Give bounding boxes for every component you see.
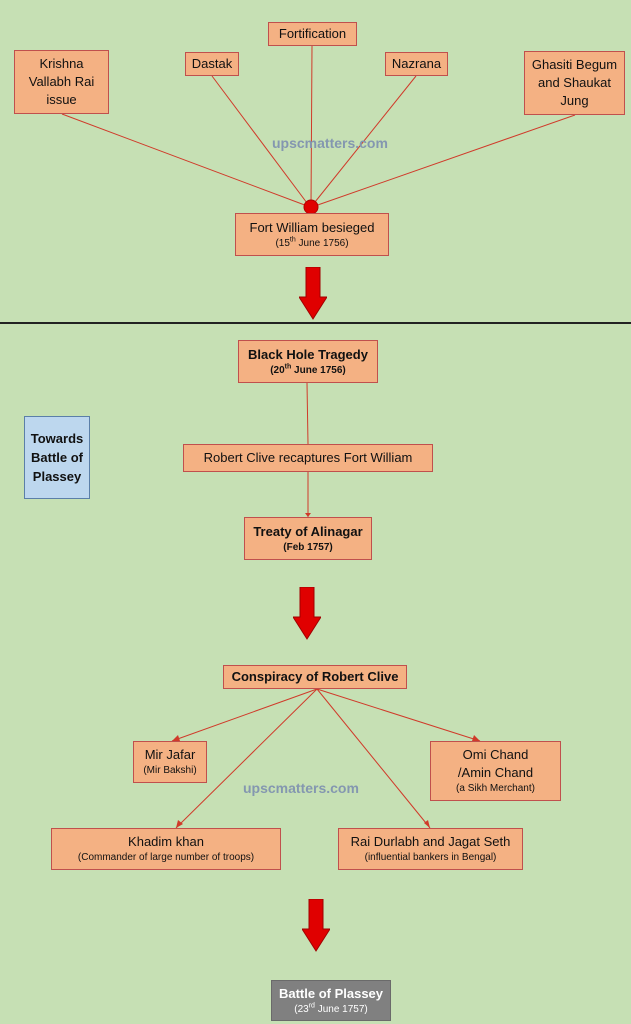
connector-fortification [310,45,313,208]
robert-clive-recaptures-box: Robert Clive recaptures Fort William [183,444,433,472]
treaty-title: Treaty of Alinagar [253,523,363,539]
conspiracy-box: Conspiracy of Robert Clive [223,665,407,689]
khadim-khan-note: (Commander of large number of troops) [77,852,255,863]
omi-chand-box: Omi Chand /Amin Chand (a Sikh Merchant) [430,741,561,801]
side-label-box: Towards Battle of Plassey [24,416,90,499]
mir-jafar-box: Mir Jafar (Mir Bakshi) [133,741,207,783]
omi-chand-note: (a Sikh Merchant) [456,783,535,794]
fort-william-title: Fort William besieged [249,219,375,235]
connector-nazrana [310,75,417,208]
treaty-date: (Feb 1757) [283,541,333,553]
conspiracy-label: Conspiracy of Robert Clive [231,669,399,684]
section-divider [0,322,631,324]
cause-nazrana: Nazrana [385,52,448,76]
recapture-label: Robert Clive recaptures Fort William [203,450,413,465]
connector-khadim [175,688,318,829]
junction-dot [303,199,319,215]
cause-nazrana-label: Nazrana [391,56,442,71]
black-hole-title: Black Hole Tragedy [248,346,368,362]
battle-plassey-date: (23rd June 1757) [294,1002,368,1015]
connector-omichand [316,688,481,742]
khadim-khan-name: Khadim khan [128,834,204,849]
side-label-text: Towards Battle of Plassey [30,431,84,484]
battle-of-plassey-box: Battle of Plassey (23rd June 1757) [271,980,391,1021]
cause-ghasiti-label: Ghasiti Begum and Shaukat Jung [531,57,618,108]
connector-mirjafar [171,688,318,742]
omi-chand-name2: /Amin Chand [457,765,534,780]
down-arrow-1 [299,267,327,320]
watermark-bottom: upscmatters.com [243,780,359,796]
cause-fortification-label: Fortification [278,26,347,41]
cause-fortification: Fortification [268,22,357,46]
connector-krishna [61,113,311,208]
fort-william-date: (15th June 1756) [275,236,349,249]
rai-durlabh-box: Rai Durlabh and Jagat Seth (influential … [338,828,523,870]
connector-ghasiti [311,114,576,208]
khadim-khan-box: Khadim khan (Commander of large number o… [51,828,281,870]
omi-chand-name1: Omi Chand [462,747,529,762]
cause-krishna-vallabh: Krishna Vallabh Rai issue [14,50,109,114]
cause-dastak-label: Dastak [191,56,233,71]
connector-dastak [211,75,311,208]
fort-william-besieged-box: Fort William besieged (15th June 1756) [235,213,389,256]
watermark-top: upscmatters.com [272,135,388,151]
cause-dastak: Dastak [185,52,239,76]
mir-jafar-name: Mir Jafar [144,747,196,762]
connector-blackhole-recapture [306,382,309,445]
black-hole-tragedy-box: Black Hole Tragedy (20th June 1756) [238,340,378,383]
down-arrow-2 [293,587,321,640]
down-arrow-3 [302,899,330,952]
treaty-alinagar-box: Treaty of Alinagar (Feb 1757) [244,517,372,560]
mir-jafar-note: (Mir Bakshi) [143,765,197,776]
rai-durlabh-name: Rai Durlabh and Jagat Seth [350,834,511,849]
battle-plassey-title: Battle of Plassey [278,985,384,1001]
connector-raidurlabh [316,688,431,829]
black-hole-date: (20th June 1756) [270,363,346,376]
cause-ghasiti-begum: Ghasiti Begum and Shaukat Jung [524,51,625,115]
rai-durlabh-note: (influential bankers in Bengal) [364,852,497,863]
cause-krishna-label: Krishna Vallabh Rai issue [28,56,95,107]
